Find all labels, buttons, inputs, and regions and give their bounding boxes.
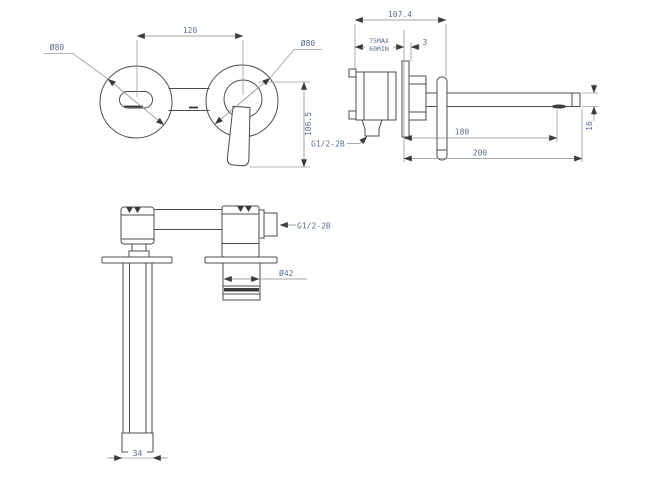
dim-reach-aerator: 180 bbox=[455, 128, 470, 137]
dim-handle-height: 106.5 bbox=[304, 112, 313, 136]
handle-body-detail bbox=[120, 214, 155, 240]
lever-side bbox=[436, 76, 448, 161]
dim-cartridge-dia: Ø42 bbox=[279, 268, 294, 278]
dim-wall-min: 60MIN bbox=[369, 45, 389, 53]
bottom-view: G1/2-2B Ø42 34 bbox=[101, 205, 331, 461]
dim-wall-max: 75MAX bbox=[369, 37, 389, 45]
spout-tube bbox=[425, 92, 581, 107]
dim-reach-total: 200 bbox=[473, 149, 488, 158]
outlet-collar bbox=[258, 209, 265, 239]
diameter-leaders bbox=[44, 49, 322, 80]
front-view: 120 Ø80 Ø80 106.5 bbox=[44, 26, 322, 168]
spout-neck-detail bbox=[408, 83, 427, 113]
dim-handle-width: 34 bbox=[133, 449, 143, 458]
dim-spout-height: 16 bbox=[585, 121, 594, 131]
cartridge-flange bbox=[204, 256, 278, 264]
inlet-connector bbox=[361, 119, 383, 137]
spout-set-screws bbox=[237, 206, 252, 212]
side-view: 107.4 75MAX 60MIN 3 180 200 16 G1/2-2B bbox=[311, 10, 598, 162]
cartridge-groove bbox=[222, 285, 261, 295]
valve-body bbox=[355, 71, 397, 121]
handle-flange bbox=[101, 256, 173, 264]
inlet-fitting-top bbox=[348, 68, 357, 78]
handle-neck bbox=[131, 243, 147, 252]
spout-neck bbox=[408, 75, 427, 121]
dim-diameter-left: Ø80 bbox=[50, 42, 65, 52]
outlet-fitting bbox=[263, 212, 278, 237]
spout-body-detail bbox=[221, 213, 260, 244]
dim-line-dia-right bbox=[214, 77, 271, 125]
handle-collar bbox=[128, 250, 150, 258]
cartridge-thread-band bbox=[224, 288, 259, 292]
extension-lines bbox=[136, 40, 310, 168]
wall-plate bbox=[401, 60, 410, 138]
valve-body-detail bbox=[363, 71, 389, 121]
inlet-thread-label: G1/2-2B bbox=[311, 140, 345, 149]
connecting-tube bbox=[168, 88, 210, 111]
handle-stem bbox=[122, 262, 153, 434]
label-mask bbox=[365, 36, 393, 53]
outlet-thread-label: G1/2-2B bbox=[297, 222, 331, 231]
dim-center-distance: 120 bbox=[183, 26, 198, 35]
label-mask bbox=[128, 449, 147, 457]
spout-slot bbox=[119, 91, 153, 109]
dim-diameter-right: Ø80 bbox=[301, 38, 316, 48]
handle-set-screws bbox=[126, 207, 141, 213]
aerator bbox=[552, 104, 566, 109]
dim-overall-depth: 107.4 bbox=[388, 10, 412, 19]
dim-plate-gap: 3 bbox=[423, 38, 428, 47]
dim-line-dia-left bbox=[107, 78, 165, 126]
inlet-thread-leader bbox=[347, 136, 368, 145]
inlet-fitting-bottom bbox=[348, 110, 357, 120]
cross-tube bbox=[153, 209, 223, 230]
